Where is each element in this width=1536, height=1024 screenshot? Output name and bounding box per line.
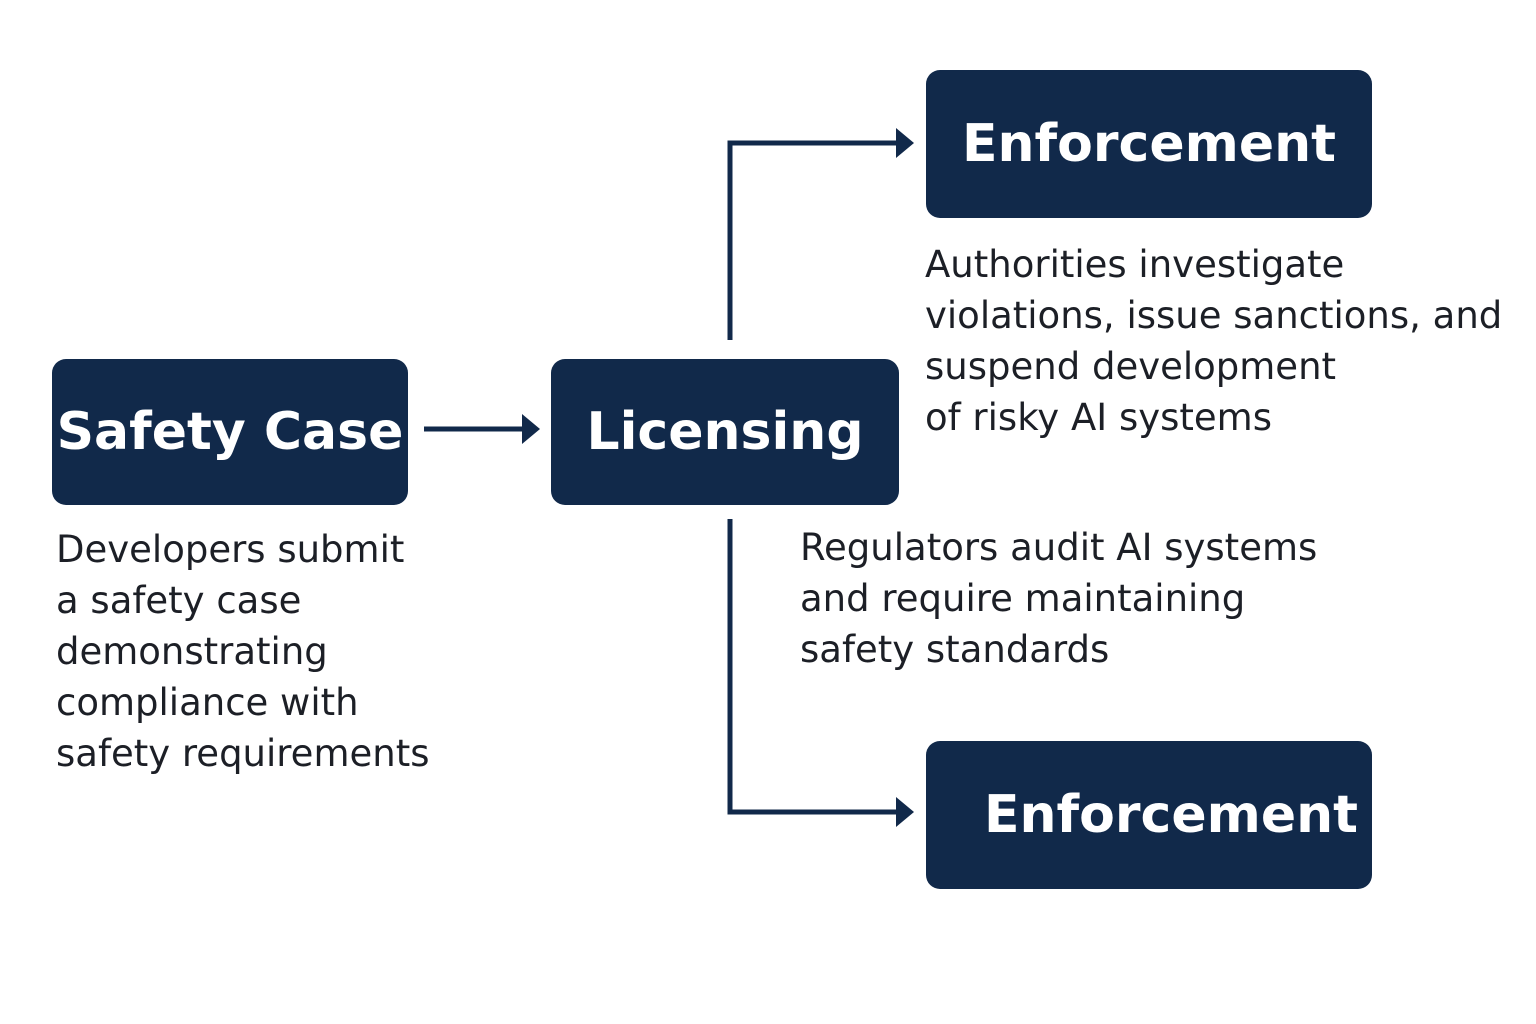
- enforcement-bottom-box: Enforcement: [926, 741, 1372, 889]
- arrowhead-licensing: [522, 414, 540, 444]
- licensing-label: Licensing: [586, 402, 864, 462]
- safety-case-label: Safety Case: [56, 402, 404, 462]
- description-line: Developers submit: [56, 528, 405, 571]
- description-line: Authorities investigate: [925, 243, 1345, 286]
- description-line: Regulators audit AI systems: [800, 526, 1318, 569]
- licensing-box: Licensing: [551, 359, 899, 505]
- safety-case-box: Safety Case: [52, 359, 408, 505]
- enforcement-description: Authorities investigate violations, issu…: [925, 239, 1502, 443]
- description-line: a safety case: [56, 579, 302, 622]
- enforcement-top-box: Enforcement: [926, 70, 1372, 218]
- description-line: demonstrating: [56, 630, 328, 673]
- safety-case-description: Developers submit a safety case demonstr…: [56, 524, 430, 779]
- description-line: compliance with: [56, 681, 359, 724]
- description-line: violations, issue sanctions, and: [925, 294, 1503, 337]
- description-line: of risky AI systems: [925, 396, 1272, 439]
- description-line: safety standards: [800, 628, 1110, 671]
- description-line: safety requirements: [56, 732, 430, 775]
- arrow-licensing-to-enforcement-bottom: [727, 519, 898, 815]
- enforcement-bottom-label: Enforcement: [984, 785, 1358, 845]
- description-line: suspend development: [925, 345, 1337, 388]
- licensing-description: Regulators audit AI systems and require …: [800, 522, 1317, 675]
- description-line: and require maintaining: [800, 577, 1246, 620]
- arrowhead-enforcement-bottom: [896, 797, 914, 827]
- arrow-licensing-to-enforcement-top: [727, 140, 898, 340]
- arrowhead-enforcement-top: [896, 128, 914, 158]
- enforcement-top-label: Enforcement: [962, 114, 1336, 174]
